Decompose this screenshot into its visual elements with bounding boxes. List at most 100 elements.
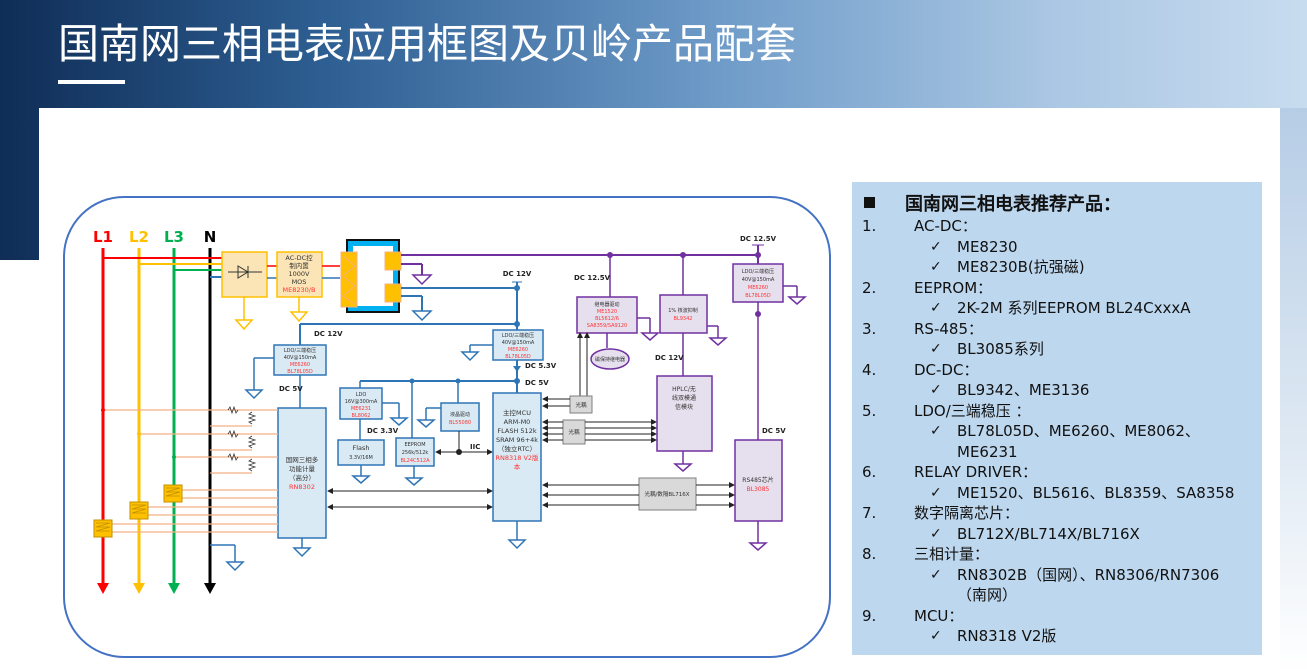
category-number: 9.: [862, 606, 877, 625]
ground-icon: [787, 296, 807, 305]
checkmark-icon: ✓: [930, 423, 942, 439]
category-number: 5.: [862, 401, 877, 420]
diagram-label: 国网三相多: [286, 455, 319, 464]
diagram-label: LDO/三端稳压: [742, 268, 774, 275]
junction-dot: [514, 285, 520, 291]
diagram-label: ARM-M0: [504, 418, 531, 426]
diagram-label: 40V@150mA: [742, 277, 775, 283]
product-item: ✓ME1520、BL5616、BL8359、SA8358: [862, 483, 1257, 504]
wire: [227, 405, 239, 415]
diode-icon: [237, 265, 249, 279]
wire: [247, 435, 257, 449]
diagram-label: 本: [514, 462, 521, 471]
diagram-label: ME6260: [508, 347, 528, 353]
product-item-text: ME8230B(抗强磁): [957, 258, 1085, 276]
diagram-label: 线双模通: [672, 394, 696, 402]
diagram-label: EEPROM: [404, 442, 425, 448]
product-item: ✓2K-2M 系列EEPROM BL24CxxxA: [862, 298, 1257, 319]
ground-icon: [507, 539, 527, 550]
ground-icon: [460, 351, 480, 362]
diagram-label: RN8302: [289, 483, 315, 491]
rs485-chip-block: [734, 439, 783, 522]
product-item-text: ME6231: [957, 442, 1018, 461]
diagram-label: DC 5V: [525, 379, 549, 387]
ground-icon: [289, 311, 309, 323]
diagram-label: BL78L05D: [745, 293, 771, 299]
dcdc-block: [659, 294, 708, 334]
category-name: DC-DC：: [914, 360, 979, 379]
category-number: 4.: [862, 360, 877, 379]
acdc-block: [276, 251, 323, 298]
diagram-label: DC 3.3V: [367, 427, 399, 435]
diagram-label: BL78L05D: [505, 354, 531, 360]
category-name: 三相计量：: [914, 545, 990, 563]
product-item: ✓RN8318 V2版: [862, 626, 1257, 647]
diagram-label: IIC: [470, 443, 480, 451]
diagram-label: DC 5V: [279, 385, 303, 393]
diagram-label: 1000V: [289, 270, 311, 278]
diagram-label: Flash: [352, 444, 369, 452]
side-background: [1280, 108, 1307, 671]
diagram-label: SRAM 96+4k: [496, 436, 538, 444]
product-category: 6.RELAY DRIVER：: [862, 462, 1257, 483]
ground-icon: [351, 475, 371, 484]
diagram-label: 液晶驱动: [450, 411, 470, 418]
diagram-label: ME6260: [290, 362, 310, 368]
mcu-block: [492, 392, 542, 522]
diagram-label: DC 12V: [655, 354, 684, 362]
resistor-icons: [227, 405, 257, 472]
ground-icon: [244, 389, 264, 400]
panel-heading: 国南网三相电表推荐产品：: [864, 190, 1121, 216]
checkmark-icon: ✓: [930, 628, 942, 644]
junction-dot: [101, 408, 105, 412]
product-category: 3.RS-485：: [862, 319, 1257, 340]
recommended-products-panel: 国南网三相电表推荐产品： 1.AC-DC：✓ME8230✓ME8230B(抗强磁…: [852, 182, 1262, 655]
current-transformer-l2: [129, 501, 149, 520]
product-category: 9. MCU：: [862, 606, 1257, 627]
transformer-secondary-1: [384, 251, 402, 271]
diagram-label: LDO: [356, 392, 367, 398]
diagram-label: 1% 核波抑制: [668, 307, 698, 314]
optocoupler-relay-block: [569, 395, 593, 414]
hplc-module-block: [656, 375, 713, 452]
ground-icon: [225, 561, 245, 572]
diagram-label: LDO/三端稳压: [284, 347, 316, 354]
diagram-label: DC 12V: [314, 330, 343, 338]
product-item-text: RN8302B（国网）、RN8306/RN7306: [957, 565, 1220, 584]
diagram-label: RS485芯片: [742, 476, 773, 484]
diagram-frame: [63, 196, 831, 658]
checkmark-icon: ✓: [930, 525, 942, 542]
wire: [342, 255, 356, 305]
diagram-shape: [542, 419, 657, 443]
product-category: 5.LDO/三端稳压 ：: [862, 401, 1257, 422]
transformer-primary: [340, 251, 358, 308]
phase-lines: [97, 248, 216, 594]
diagram-label: DC 12.5V: [740, 235, 777, 243]
relay-driver-block: [576, 296, 638, 334]
page-title: 国南网三相电表应用框图及贝岭产品配套: [58, 20, 796, 68]
checkmark-icon: ✓: [930, 484, 942, 501]
diagram-label: BL9342: [674, 316, 693, 322]
diagram-label: 光耦: [575, 401, 587, 409]
product-category: 7.数字隔离芯片：: [862, 503, 1257, 524]
checkmark-icon: ✓: [930, 259, 942, 275]
ground-icon: [292, 547, 312, 558]
square-bullet-icon: [864, 197, 875, 208]
diagram-label: 40V@150mA: [502, 340, 535, 346]
ground-icon: [411, 310, 433, 322]
ground-icon: [673, 463, 693, 472]
product-category: 1.AC-DC：: [862, 216, 1257, 237]
diagram-label: 主控MCU: [503, 408, 531, 417]
current-transformer-l3: [163, 484, 183, 503]
product-category: 4. DC-DC：: [862, 360, 1257, 381]
category-name: MCU：: [914, 606, 964, 625]
diagram-label: 信模块: [675, 403, 693, 411]
category-name: EEPROM：: [914, 278, 993, 297]
ground-icon: [640, 332, 660, 341]
diagram-label: 256k/512k: [402, 450, 429, 456]
diagram-label: SA8359/SA9120: [587, 323, 628, 329]
diagram-label: DC 5.3V: [525, 362, 557, 370]
label-l2: L2: [129, 228, 149, 246]
diagram-label: DC 12V: [503, 270, 532, 278]
arrow-marker: [204, 583, 216, 594]
